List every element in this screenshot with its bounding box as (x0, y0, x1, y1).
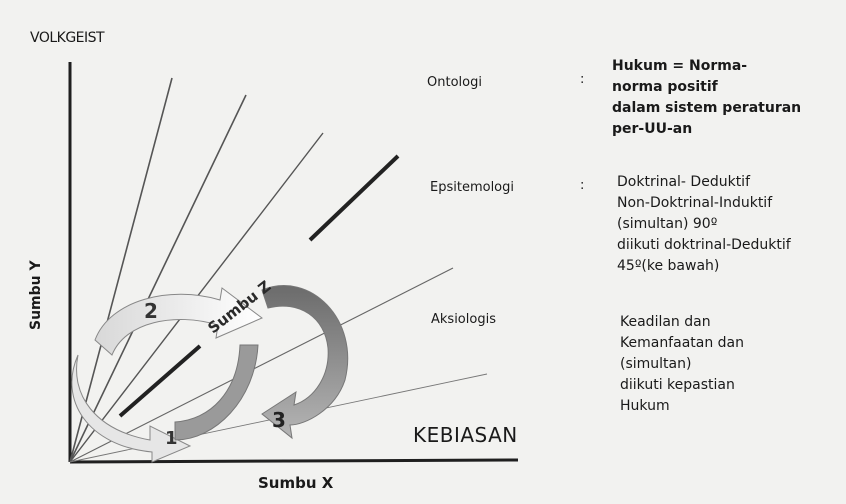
y-axis-label: Sumbu Y (28, 260, 44, 330)
description-line: (simultan) (620, 354, 744, 375)
description-line: dalam sistem peraturan (612, 98, 801, 119)
description-line: Keadilan dan (620, 312, 744, 333)
cycle-number-2: 2 (144, 299, 158, 323)
description-line: Doktrinal- Deduktif (617, 172, 791, 193)
description-line: per-UU-an (612, 119, 801, 140)
aspect-ontologi-name: Ontologi (427, 75, 482, 90)
description-line: Hukum (620, 396, 744, 417)
description-line: norma positif (612, 77, 801, 98)
aspect-ontologi-separator: : (580, 72, 584, 87)
description-line: (simultan) 90º (617, 214, 791, 235)
volkgeist-label: VOLKGEIST (30, 30, 104, 46)
z-axis-line-upper (310, 156, 398, 240)
kebiasan-label: KEBIASAN (413, 423, 518, 447)
x-axis-label: Sumbu X (258, 474, 333, 492)
aspect-aksiologis-description: Keadilan dan Kemanfaatan dan (simultan) … (620, 312, 744, 417)
aspect-epistemologi-separator: : (580, 178, 584, 193)
description-line: diikuti doktrinal-Deduktif (617, 235, 791, 256)
cycle-number-1: 1 (165, 428, 178, 449)
description-line: Non-Doktrinal-Induktif (617, 193, 791, 214)
description-line: Hukum = Norma- (612, 56, 801, 77)
aspect-aksiologis-name: Aksiologis (431, 312, 496, 327)
cycle-number-3: 3 (272, 408, 286, 432)
description-line: Kemanfaatan dan (620, 333, 744, 354)
aspect-ontologi-description: Hukum = Norma- norma positif dalam siste… (612, 56, 801, 140)
aspect-epistemologi-name: Epsitemologi (430, 180, 514, 195)
description-line: 45º(ke bawah) (617, 256, 791, 277)
x-axis-line (70, 460, 518, 462)
aspect-epistemologi-description: Doktrinal- Deduktif Non-Doktrinal-Indukt… (617, 172, 791, 277)
description-line: diikuti kepastian (620, 375, 744, 396)
